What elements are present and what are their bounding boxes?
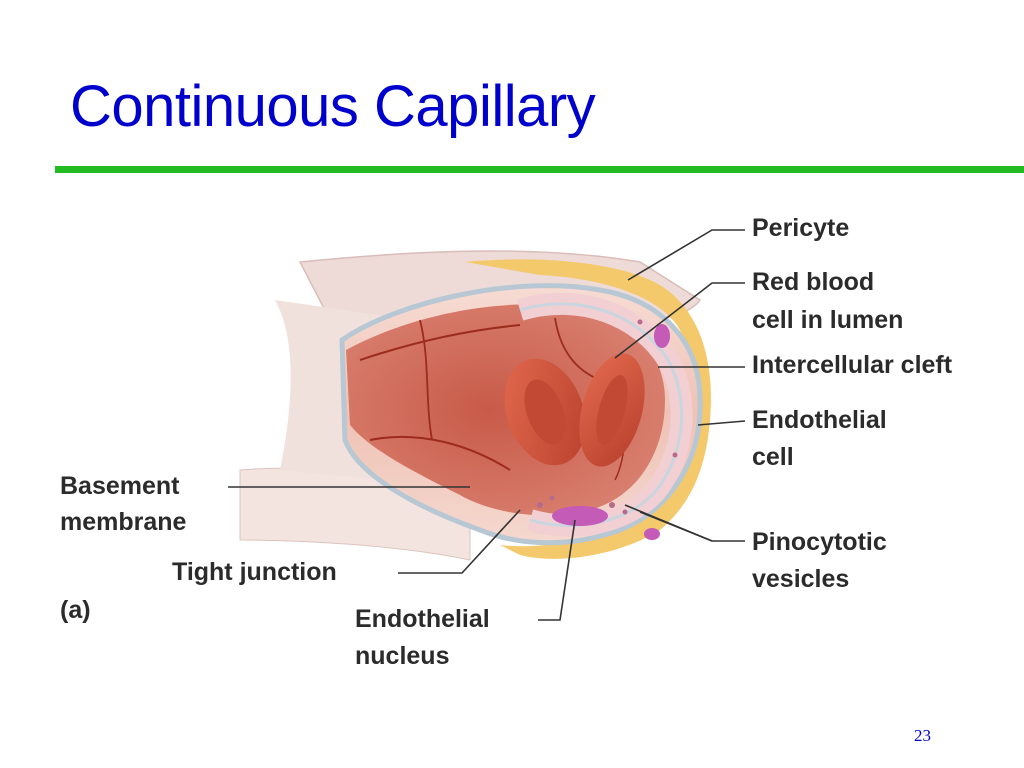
title-divider <box>55 166 1024 173</box>
page-number: 23 <box>914 726 931 745</box>
label-basement-line1: Basement <box>60 472 180 500</box>
panel-label: (a) <box>60 596 91 624</box>
pinocytotic-vesicles <box>537 319 678 515</box>
label-endothelial-nucleus-line1: Endothelial <box>355 605 490 633</box>
label-red-blood-cell-line2: cell in lumen <box>752 306 904 334</box>
leader-lines <box>228 229 746 621</box>
label-endothelial-nucleus-line2: nucleus <box>355 642 450 670</box>
label-pericyte: Pericyte <box>752 214 850 242</box>
red-blood-cells <box>504 353 645 467</box>
slide-title: Continuous Capillary <box>70 74 596 139</box>
label-basement-line2: membrane <box>60 508 187 536</box>
label-intercellular-cleft: Intercellular cleft <box>752 351 953 379</box>
label-pinocytotic-line2: vesicles <box>752 565 850 593</box>
label-endothelial-cell-line1: Endothelial <box>752 406 887 434</box>
endothelial-nucleus <box>552 324 670 540</box>
label-red-blood-cell-line1: Red blood <box>752 268 875 296</box>
label-pinocytotic-line1: Pinocytotic <box>752 528 887 556</box>
label-tight-junction: Tight junction <box>172 558 337 586</box>
label-endothelial-cell-line2: cell <box>752 443 794 471</box>
